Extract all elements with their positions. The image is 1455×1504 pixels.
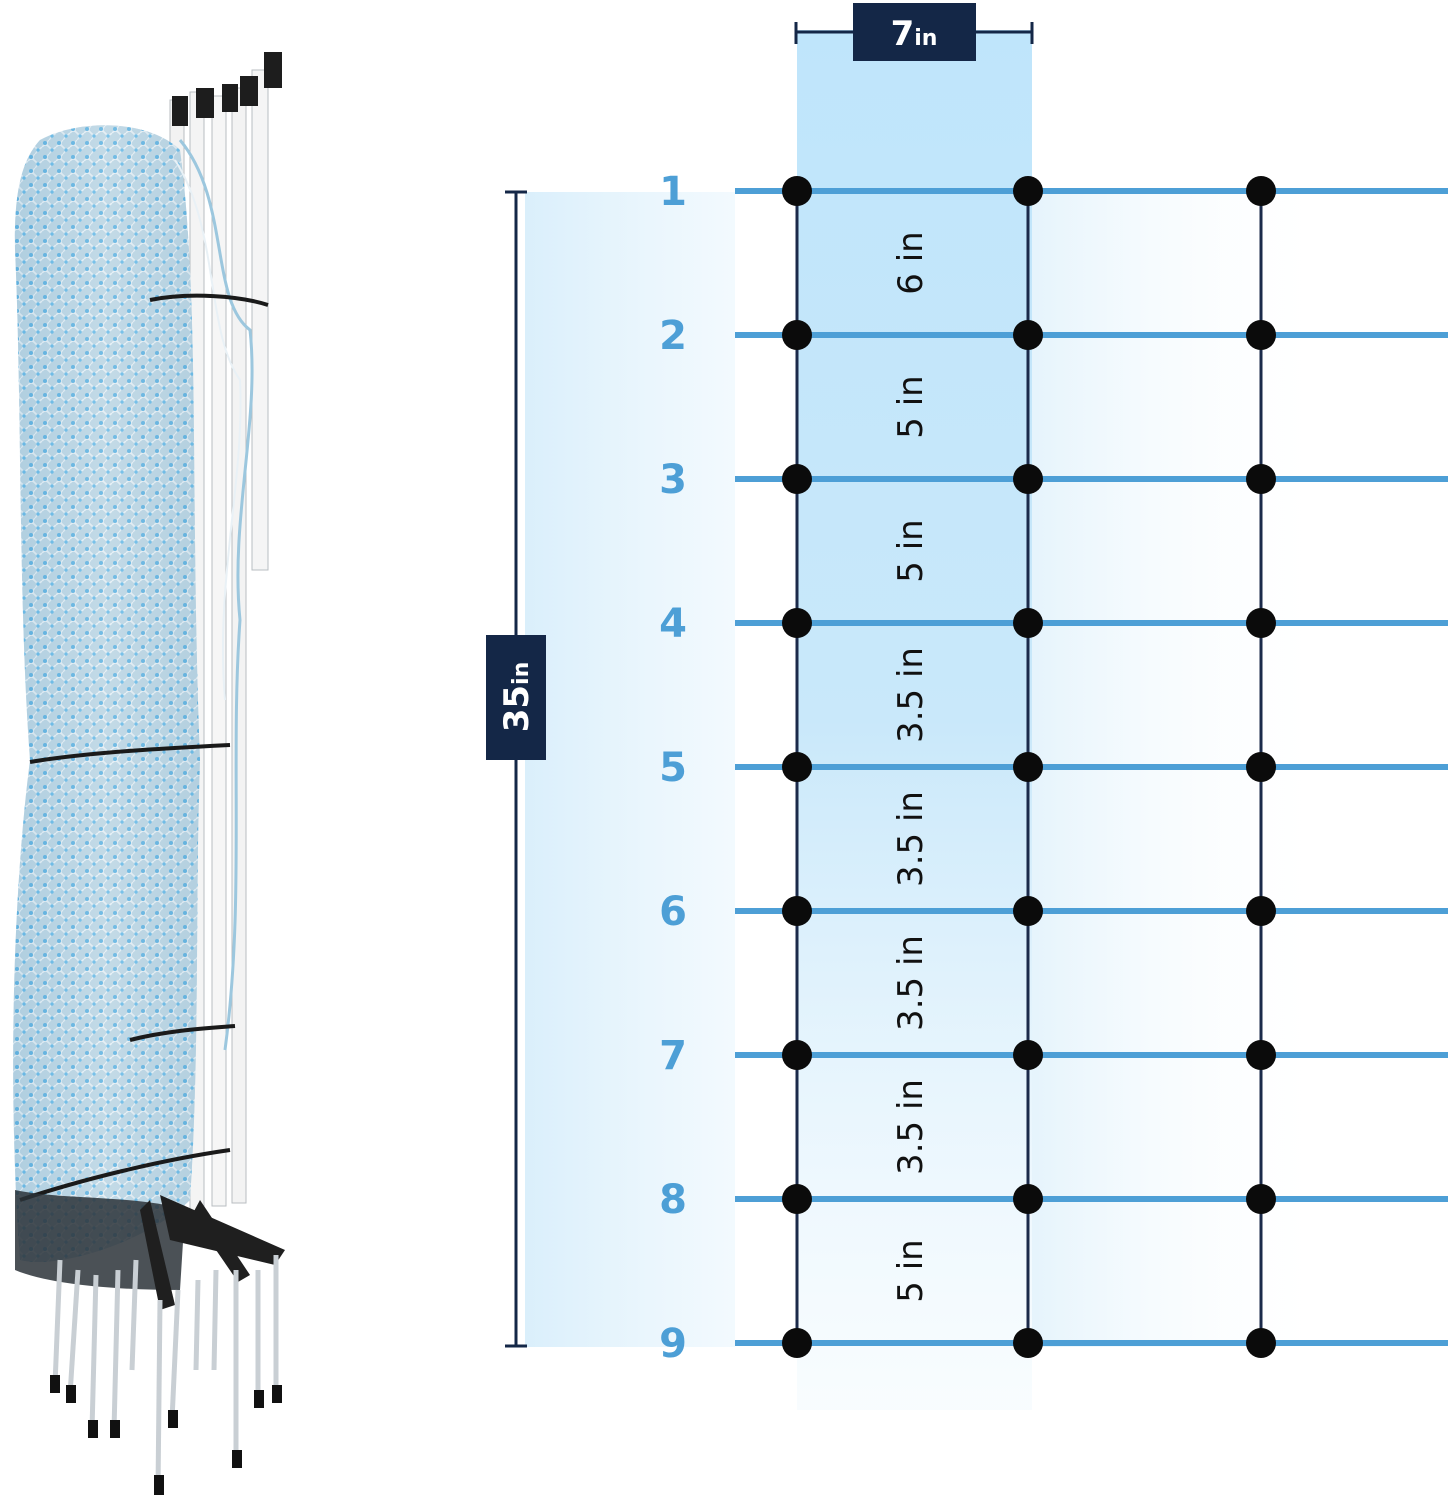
knot-r9-c1	[782, 1328, 812, 1358]
knot-r4-c3	[1246, 608, 1276, 638]
width-value: 7	[891, 14, 915, 54]
knot-r7-c3	[1246, 1040, 1276, 1070]
spacing-label-4: 3.5 in	[891, 647, 931, 743]
knot-r8-c2	[1013, 1184, 1043, 1214]
knot-r9-c3	[1246, 1328, 1276, 1358]
height-value: 35	[497, 685, 537, 732]
strand-label-3: 3	[659, 457, 687, 503]
width-badge-text: 7in	[891, 14, 938, 54]
ground-spikes	[50, 1195, 285, 1495]
height-unit: in	[509, 662, 534, 685]
knot-r6-c2	[1013, 896, 1043, 926]
knot-r3-c3	[1246, 464, 1276, 494]
strand-label-4: 4	[659, 601, 687, 647]
knot-r5-c1	[782, 752, 812, 782]
knot-r6-c1	[782, 896, 812, 926]
knot-r8-c3	[1246, 1184, 1276, 1214]
width-unit: in	[914, 26, 937, 51]
knot-r4-c1	[782, 608, 812, 638]
knot-r3-c1	[782, 464, 812, 494]
width-highlight-column	[797, 30, 1032, 1410]
knot-r3-c2	[1013, 464, 1043, 494]
strand-label-8: 8	[659, 1177, 687, 1223]
knot-r2-c1	[782, 320, 812, 350]
spacing-label-6: 3.5 in	[891, 935, 931, 1031]
knot-r2-c3	[1246, 320, 1276, 350]
strand-label-9: 9	[659, 1321, 687, 1367]
knot-r1-c3	[1246, 176, 1276, 206]
spacing-label-7: 3.5 in	[891, 1079, 931, 1175]
strand-label-6: 6	[659, 889, 687, 935]
width-dimension: 7in	[794, 3, 1034, 61]
spacing-label-1: 6 in	[891, 231, 931, 294]
spacing-label-3: 5 in	[891, 519, 931, 582]
knot-r4-c2	[1013, 608, 1043, 638]
strand-label-1: 1	[659, 169, 687, 215]
knot-r7-c2	[1013, 1040, 1043, 1070]
rolled-electric-net-fence-icon	[13, 52, 285, 1495]
strand-label-5: 5	[659, 745, 687, 791]
knot-r5-c3	[1246, 752, 1276, 782]
net-roll	[13, 125, 269, 1290]
knot-r7-c1	[782, 1040, 812, 1070]
spacing-label-5: 3.5 in	[891, 791, 931, 887]
strand-label-2: 2	[659, 313, 687, 359]
spacing-label-2: 5 in	[891, 375, 931, 438]
knot-r1-c1	[782, 176, 812, 206]
knot-r8-c1	[782, 1184, 812, 1214]
strand-label-7: 7	[659, 1033, 687, 1079]
height-badge-text: 35in	[497, 662, 537, 733]
height-dimension: 35in	[486, 190, 546, 1348]
knot-r9-c2	[1013, 1328, 1043, 1358]
knot-r5-c2	[1013, 752, 1043, 782]
knot-r1-c2	[1013, 176, 1043, 206]
height-badge	[486, 635, 546, 760]
knot-r2-c2	[1013, 320, 1043, 350]
spacing-label-8: 5 in	[891, 1239, 931, 1302]
width-badge	[853, 3, 976, 61]
knot-r6-c3	[1246, 896, 1276, 926]
height-highlight-panel	[525, 192, 735, 1347]
